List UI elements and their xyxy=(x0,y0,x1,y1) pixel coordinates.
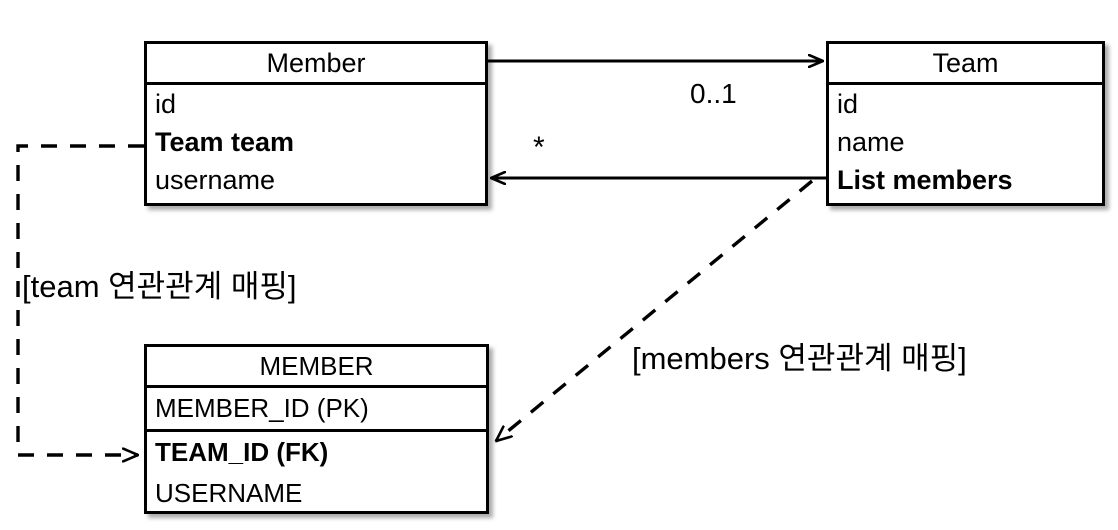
class-field-name: name xyxy=(837,127,905,157)
multiplicity-label-0-1: 0..1 xyxy=(690,78,737,109)
class-field-id: id xyxy=(155,89,177,119)
table-columns-member: MEMBER_ID (PK) TEAM_ID (FK) USERNAME xyxy=(147,388,486,514)
table-column-team-id: TEAM_ID (FK) xyxy=(155,437,329,467)
table-column-member-id: MEMBER_ID (PK) xyxy=(147,388,486,432)
class-fields-team: id name List members xyxy=(829,85,1102,199)
table-column-username: USERNAME xyxy=(155,478,303,508)
class-field-team: Team team xyxy=(155,127,295,157)
class-field-username: username xyxy=(155,165,276,195)
class-title-member: Member xyxy=(147,44,485,85)
class-field-members: List members xyxy=(837,165,1013,195)
class-fields-member: id Team team username xyxy=(147,85,485,199)
class-box-member[interactable]: Member id Team team username xyxy=(144,41,488,206)
class-title-team: Team xyxy=(829,44,1102,85)
annotation-members-mapping: [members 연관관계 매핑] xyxy=(632,341,967,376)
table-title-member: MEMBER xyxy=(147,347,486,388)
annotation-team-mapping: [team 연관관계 매핑] xyxy=(22,269,297,304)
class-field-id: id xyxy=(837,89,859,119)
table-box-member[interactable]: MEMBER MEMBER_ID (PK) TEAM_ID (FK) USERN… xyxy=(144,344,489,514)
mapping-members-to-member-table xyxy=(496,179,814,441)
class-box-team[interactable]: Team id name List members xyxy=(826,41,1105,206)
multiplicity-label-many: * xyxy=(533,131,545,164)
